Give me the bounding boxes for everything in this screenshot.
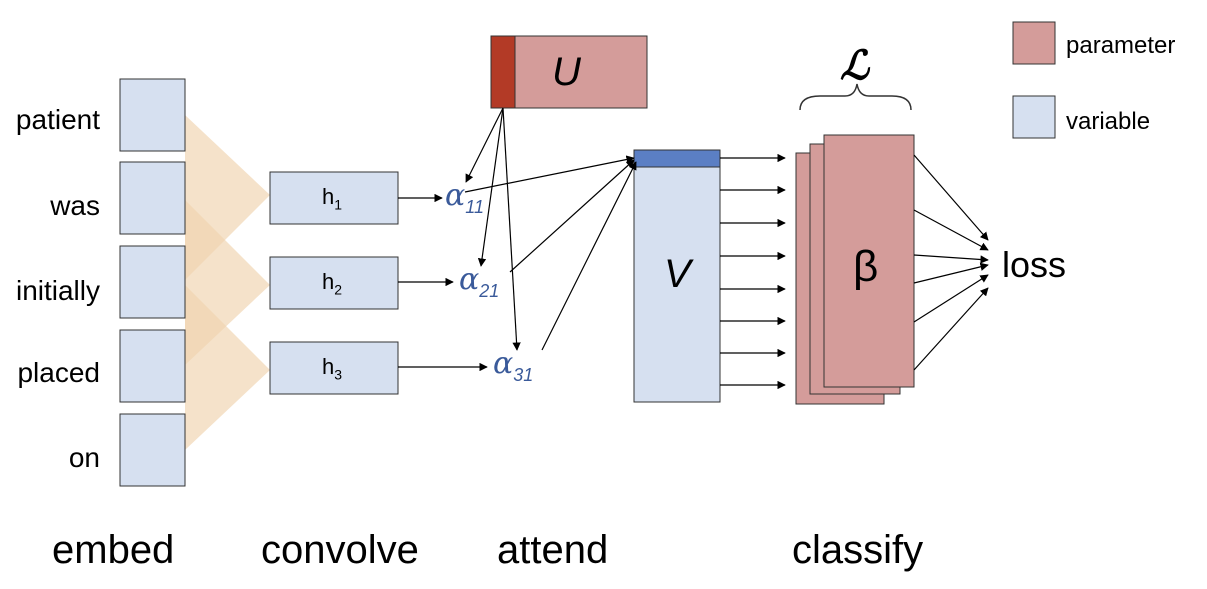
embedding-boxes (119, 78, 186, 487)
h2-label: h2 (322, 269, 343, 298)
word-label-was: was (50, 190, 100, 221)
word-label-patient: patient (15, 104, 100, 135)
word-label-initially: initially (15, 275, 100, 306)
loss-label: loss (1002, 244, 1067, 285)
conv-output-box-2 (269, 256, 399, 310)
legend-parameter-swatch (1012, 21, 1056, 65)
h3-label: h3 (322, 354, 343, 383)
conv-output-box-1 (269, 171, 399, 225)
h1-label: h1 (322, 184, 343, 213)
v-label: V (664, 252, 691, 296)
convolution-filters (185, 115, 270, 450)
embedding-box (119, 245, 186, 319)
stage-convolve: convolve (261, 528, 419, 572)
v-variable (633, 149, 721, 403)
u-parameter (490, 35, 648, 109)
alpha-21-label: α21 (459, 262, 500, 301)
legend-variable-swatch (1012, 95, 1056, 139)
u-label: U (552, 50, 581, 94)
beta-parameter-stack (795, 134, 915, 405)
alpha-31-label: α31 (493, 346, 534, 385)
stage-attend: attend (497, 528, 609, 572)
word-label-placed: placed (17, 357, 100, 388)
alpha-11-label: α11 (445, 178, 484, 217)
arrows (398, 107, 989, 390)
legend-parameter-label: parameter (1066, 32, 1176, 59)
l-label: ℒ (840, 42, 869, 89)
embedding-box (119, 413, 186, 487)
stage-embed: embed (52, 528, 175, 572)
beta-label: β (853, 242, 879, 291)
conv-output-box-3 (269, 341, 399, 395)
stage-classify: classify (792, 528, 924, 572)
word-label-on: on (68, 442, 100, 473)
embedding-box (119, 78, 186, 152)
conv-output-boxes (269, 171, 399, 395)
legend-variable-label: variable (1066, 108, 1151, 135)
embedding-box (119, 161, 186, 235)
embedding-box (119, 329, 186, 403)
l-brace (799, 83, 912, 111)
